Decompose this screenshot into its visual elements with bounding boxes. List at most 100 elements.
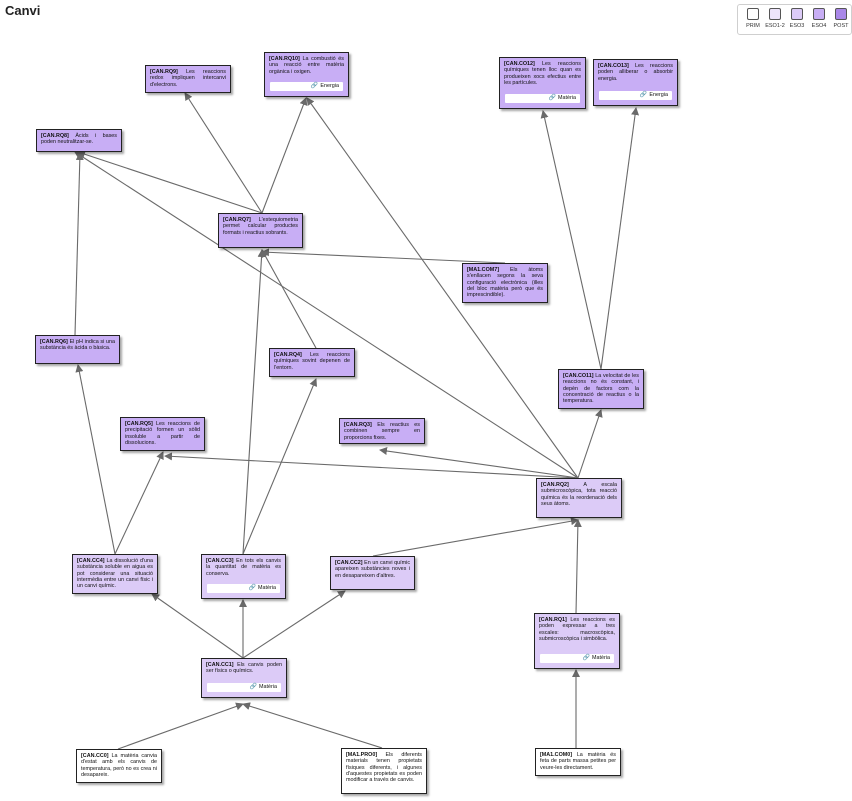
node-text: Les reaccions químiques sovint depenen d… <box>274 352 350 371</box>
node-text: En un canvi químic apareixen substàncies… <box>335 560 411 579</box>
legend-label-post: POST <box>833 23 849 29</box>
node-can-co13[interactable]: [CAN.CO13] Les reaccions poden alliberar… <box>593 59 678 106</box>
badge-energia[interactable]: 🔗Energia <box>270 82 343 91</box>
node-code: [CAN.CO12] <box>504 61 535 67</box>
link-icon: 🔗 <box>310 83 319 89</box>
node-ma1-com7[interactable]: [MA1.COM7] Els àtoms s'enllacen segons l… <box>462 263 548 303</box>
dependency-arrow <box>379 447 579 479</box>
node-text: La dissolució d'una substància soluble e… <box>77 558 154 590</box>
dependency-arrow <box>573 519 582 614</box>
badge-materia[interactable]: 🔗Matèria <box>505 94 580 103</box>
node-text: La velocitat de les reaccions no és cons… <box>563 373 640 405</box>
node-text: L'estequiometria permet calcular product… <box>223 217 298 236</box>
node-code: [CAN.RQ2] <box>541 482 569 488</box>
page-title: Canvi <box>5 3 41 18</box>
dependency-arrow <box>164 452 579 479</box>
badge-label: Matèria <box>558 95 576 101</box>
node-can-co11[interactable]: [CAN.CO11] La velocitat de les reaccions… <box>558 369 644 409</box>
legend-item-eso3[interactable]: ESO3 <box>786 8 808 29</box>
node-ma1-com0[interactable]: [MA1.COM0] La matèria és feta de parts m… <box>535 748 621 776</box>
legend-swatch-eso12 <box>769 8 781 20</box>
node-can-rq1[interactable]: [CAN.RQ1] Les reaccions es poden express… <box>534 613 620 669</box>
node-text: Els àtoms s'enllacen segons la seva conf… <box>467 267 543 299</box>
node-code: [CAN.RQ6] <box>40 339 68 345</box>
node-can-rq9[interactable]: [CAN.RQ9] Les reaccions redox impliquen … <box>145 65 231 93</box>
node-ma1-pro0[interactable]: [MA1.PRO0] Els diferents materials tenen… <box>341 748 427 794</box>
node-text: Els diferents materials tenen propietats… <box>346 752 422 784</box>
node-code: [CAN.CO13] <box>598 63 629 69</box>
dependency-arrow <box>117 702 244 750</box>
node-code: [CAN.RQ4] <box>274 352 302 358</box>
node-code: [CAN.CC4] <box>77 558 105 564</box>
dependency-arrow <box>577 409 603 479</box>
node-text: Les reaccions de precipitació formen un … <box>125 421 200 446</box>
legend-item-post[interactable]: POST <box>830 8 852 29</box>
legend-label-prim: PRIM <box>746 23 760 29</box>
node-can-co12[interactable]: [CAN.CO12] Les reaccions químiques tenen… <box>499 57 586 109</box>
badge-label: Matèria <box>592 655 610 661</box>
dependency-arrow <box>540 110 602 370</box>
link-icon: 🔗 <box>548 95 557 101</box>
badge-materia[interactable]: 🔗Matèria <box>207 584 280 593</box>
badge-label: Energia <box>649 92 668 98</box>
node-code: [CAN.RQ7] <box>223 217 251 223</box>
node-text: Les reaccions químiques tenen lloc quan … <box>504 61 581 86</box>
node-text: La matèria canvia d'estat amb els canvis… <box>81 753 157 778</box>
node-code: [MA1.COM0] <box>540 752 573 758</box>
dependency-arrow <box>151 593 244 659</box>
dependency-arrow <box>74 151 579 479</box>
node-text: La combustió és una reacció entre matèri… <box>269 56 344 75</box>
link-icon: 🔗 <box>249 684 258 690</box>
node-can-rq4[interactable]: [CAN.RQ4] Les reaccions químiques sovint… <box>269 348 355 377</box>
dependency-arrow <box>74 152 84 336</box>
node-code: [MA1.PRO0] <box>346 752 378 758</box>
node-code: [CAN.CC1] <box>206 662 234 668</box>
dependency-arrow <box>242 702 383 749</box>
node-can-cc0[interactable]: [CAN.CC0] La matèria canvia d'estat amb … <box>76 749 162 783</box>
dependency-arrow <box>261 97 308 214</box>
node-text: A escala submicroscòpica, tota reacció q… <box>541 482 617 507</box>
dependency-arrow <box>306 97 579 479</box>
badge-materia[interactable]: 🔗Matèria <box>540 654 614 663</box>
dependency-arrow <box>184 92 263 214</box>
link-icon: 🔗 <box>639 92 648 98</box>
legend-label-eso4: ESO4 <box>811 23 827 29</box>
node-can-cc1[interactable]: [CAN.CC1] Els canvis poden ser físics o … <box>201 658 287 698</box>
dependency-arrow <box>242 249 266 555</box>
node-text: El pH indica si una substància és àcida … <box>40 339 115 352</box>
badge-energia[interactable]: 🔗Energia <box>599 91 672 100</box>
node-code: [CAN.RQ1] <box>539 617 567 623</box>
node-can-rq2[interactable]: [CAN.RQ2] A escala submicroscòpica, tota… <box>536 478 622 518</box>
node-text: La matèria és feta de parts massa petite… <box>540 752 616 771</box>
node-can-rq3[interactable]: [CAN.RQ3] Els reactius es combinen sempr… <box>339 418 425 444</box>
badge-materia[interactable]: 🔗Matèria <box>207 683 281 692</box>
node-code: [CAN.CC3] <box>206 558 234 564</box>
badge-label: Matèria <box>258 585 276 591</box>
legend-label-eso12: ESO1-2 <box>765 23 785 29</box>
node-text: Les reaccions poden alliberar o absorbir… <box>598 63 673 82</box>
node-can-cc4[interactable]: [CAN.CC4] La dissolució d'una substància… <box>72 554 158 594</box>
node-can-cc3[interactable]: [CAN.CC3] En tots els canvis la quantita… <box>201 554 286 599</box>
dependency-arrow <box>114 451 164 555</box>
node-text: Els canvis poden ser físics o químics. <box>206 662 282 675</box>
node-can-cc2[interactable]: [CAN.CC2] En un canvi químic apareixen s… <box>330 556 415 590</box>
node-text: Els reactius es combinen sempre en propo… <box>344 422 420 441</box>
legend-item-eso12[interactable]: ESO1-2 <box>764 8 786 29</box>
link-icon: 🔗 <box>248 585 257 591</box>
node-can-rq8[interactable]: [CAN.RQ8] Àcids i bases poden neutralitz… <box>36 129 122 152</box>
node-code: [CAN.RQ8] <box>41 133 69 139</box>
node-can-rq10[interactable]: [CAN.RQ10] La combustió és una reacció e… <box>264 52 349 97</box>
node-code: [MA1.COM7] <box>467 267 500 273</box>
node-code: [CAN.RQ5] <box>125 421 153 427</box>
node-text: En tots els canvis la quantitat de matèr… <box>206 558 281 577</box>
legend-item-prim[interactable]: PRIM <box>742 8 764 29</box>
dependency-arrow <box>372 517 579 557</box>
legend-swatch-eso4 <box>813 8 825 20</box>
node-can-rq5[interactable]: [CAN.RQ5] Les reaccions de precipitació … <box>120 417 205 451</box>
node-code: [CAN.CO11] <box>563 373 594 379</box>
node-can-rq6[interactable]: [CAN.RQ6] El pH indica si una substància… <box>35 335 120 364</box>
dependency-arrow <box>242 590 346 659</box>
dependency-arrow <box>600 107 640 370</box>
legend-item-eso4[interactable]: ESO4 <box>808 8 830 29</box>
node-can-rq7[interactable]: [CAN.RQ7] L'estequiometria permet calcul… <box>218 213 303 248</box>
